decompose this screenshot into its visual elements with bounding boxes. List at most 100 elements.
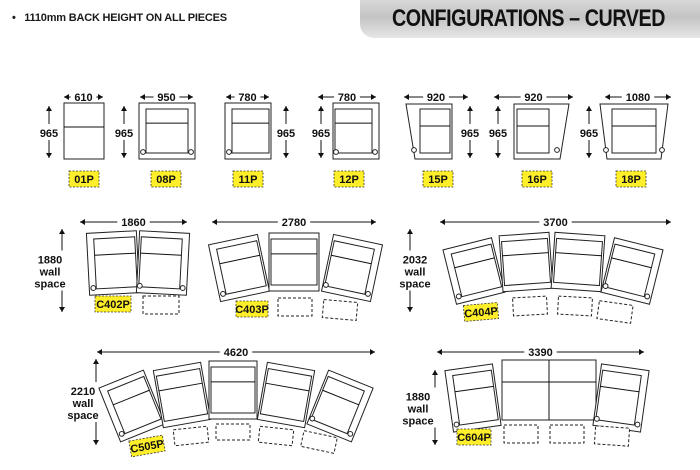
note-text: 1110mm BACK HEIGHT ON ALL PIECES bbox=[24, 12, 227, 24]
depth-label: wall bbox=[72, 398, 94, 410]
code-01p: 01P bbox=[68, 170, 100, 188]
dim-08p-width: 950 bbox=[140, 92, 193, 104]
arrow-head bbox=[639, 349, 644, 355]
seat-cushion bbox=[450, 243, 503, 298]
seat-cushion bbox=[259, 367, 313, 423]
arrow-head bbox=[494, 94, 499, 100]
seat-back-line bbox=[600, 385, 640, 393]
arrow-head bbox=[182, 219, 187, 225]
seat-unit bbox=[135, 230, 191, 296]
width-label: 3390 bbox=[528, 347, 552, 359]
seat-cushion bbox=[500, 237, 552, 287]
title-banner: CONFIGURATIONS – CURVED bbox=[360, 0, 700, 38]
code-12p: 12P bbox=[333, 170, 365, 188]
piece-15p bbox=[405, 103, 453, 160]
width-label: 2780 bbox=[282, 217, 306, 229]
code-tag-box bbox=[235, 300, 269, 318]
footrest-outline bbox=[172, 425, 210, 447]
seat-unit bbox=[498, 231, 554, 293]
arrow-head bbox=[666, 94, 671, 100]
seat-back-line bbox=[555, 252, 602, 257]
recline-button bbox=[226, 149, 232, 155]
width-label: 950 bbox=[157, 92, 175, 104]
code-label: 16P bbox=[527, 174, 547, 186]
seat-outline bbox=[63, 102, 105, 160]
recline-button bbox=[220, 290, 226, 297]
footrest-space bbox=[557, 295, 593, 317]
arrow-head bbox=[318, 106, 324, 111]
depth-label: 965 bbox=[277, 128, 295, 140]
seat-back-line bbox=[331, 254, 372, 265]
seat-unit bbox=[98, 369, 166, 443]
arrow-head bbox=[46, 153, 52, 158]
seat-unit bbox=[320, 233, 384, 303]
arrow-head bbox=[46, 106, 52, 111]
arrow-head bbox=[605, 94, 610, 100]
recline-button bbox=[140, 149, 146, 155]
seat-cushion bbox=[603, 243, 656, 298]
seat-cushion bbox=[231, 108, 270, 154]
arrow-head bbox=[495, 153, 501, 158]
code-tag-box bbox=[68, 170, 100, 188]
arrow-head bbox=[64, 94, 69, 100]
recline-button bbox=[602, 283, 609, 289]
depth-label: 965 bbox=[312, 128, 330, 140]
arrow-head bbox=[97, 349, 102, 355]
code-tag-box bbox=[232, 170, 264, 188]
recline-button bbox=[411, 147, 417, 153]
seat-unit bbox=[85, 230, 141, 296]
code-label: C404P bbox=[464, 306, 499, 321]
footrest-space bbox=[512, 295, 548, 317]
footrest-space bbox=[321, 299, 359, 321]
code-tag-box bbox=[456, 428, 492, 446]
recline-button bbox=[179, 285, 186, 291]
width-label: 780 bbox=[338, 92, 356, 104]
footrest-outline bbox=[215, 423, 251, 441]
arrow-head bbox=[568, 94, 573, 100]
width-label: 610 bbox=[74, 92, 92, 104]
recline-button bbox=[323, 282, 329, 288]
seat-unit bbox=[207, 233, 271, 303]
depth-label: wall bbox=[39, 267, 61, 279]
seat-cushion bbox=[210, 366, 256, 414]
seat-back-line bbox=[265, 382, 310, 392]
arrow-head bbox=[93, 359, 99, 364]
seat-unit bbox=[224, 102, 272, 160]
code-18p: 18P bbox=[615, 170, 647, 188]
recline-button bbox=[659, 147, 665, 153]
seat-back-line bbox=[454, 385, 494, 393]
footrest-space bbox=[503, 424, 539, 444]
arrow-head bbox=[283, 153, 289, 158]
depth-label: space bbox=[67, 410, 98, 422]
seat-cushion bbox=[216, 240, 267, 295]
recline-button bbox=[644, 293, 651, 300]
width-label: 4620 bbox=[224, 347, 248, 359]
code-c403p: C403P bbox=[235, 300, 269, 318]
code-label: 15P bbox=[428, 174, 448, 186]
recline-button bbox=[603, 147, 609, 153]
depth-label: 965 bbox=[461, 128, 479, 140]
arrow-head bbox=[432, 370, 438, 375]
footrest-outline bbox=[593, 425, 631, 447]
depth-label: space bbox=[402, 416, 433, 428]
footrest-outline bbox=[512, 295, 548, 317]
footrest-outline bbox=[321, 299, 359, 321]
seat-unit bbox=[268, 232, 320, 292]
footrest-space bbox=[596, 300, 634, 324]
dim-16p-depth: 965 bbox=[489, 106, 507, 158]
code-label: C604P bbox=[457, 432, 491, 444]
seat-unit bbox=[550, 231, 606, 293]
arrow-head bbox=[283, 106, 289, 111]
seat-unit bbox=[444, 363, 502, 433]
arrow-head bbox=[404, 94, 409, 100]
seat-unit bbox=[592, 363, 650, 433]
piece-01p bbox=[63, 102, 105, 160]
footrest-space bbox=[142, 295, 180, 315]
seat-cushion bbox=[138, 236, 183, 290]
footrest-outline bbox=[549, 424, 585, 444]
depth-label: 965 bbox=[40, 128, 58, 140]
dim-c403p-width: 2780 bbox=[212, 217, 376, 229]
arrow-head bbox=[140, 94, 145, 100]
